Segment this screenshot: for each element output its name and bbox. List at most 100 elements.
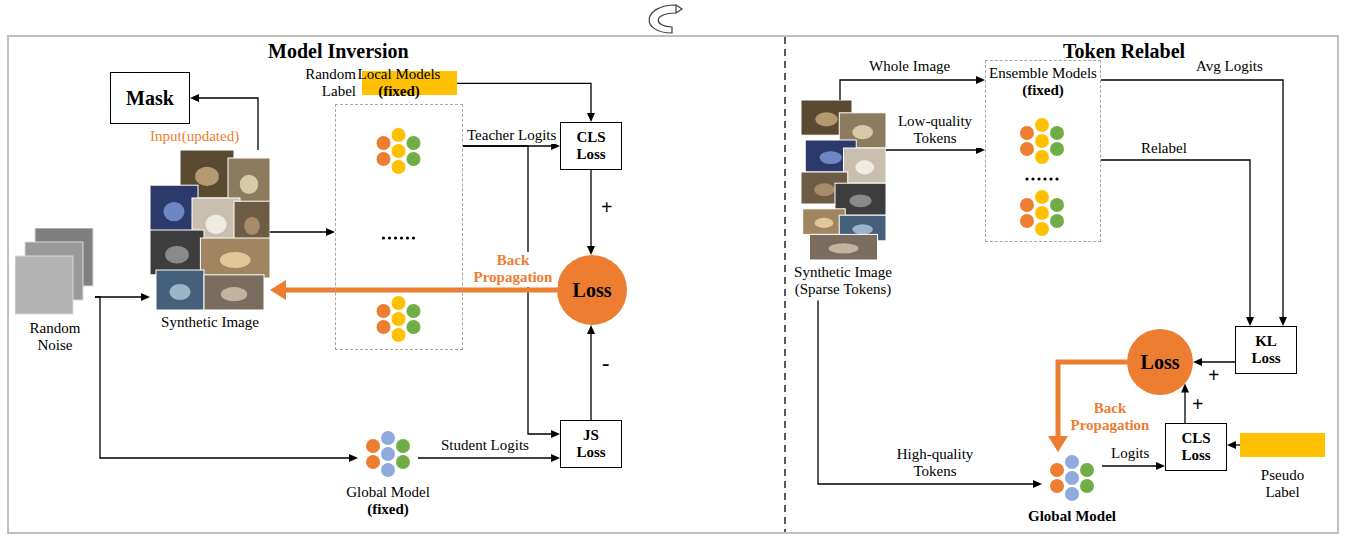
arrow-head: [587, 113, 595, 122]
model-dot: [1020, 126, 1034, 140]
edge-label: Teacher Logits: [466, 127, 557, 144]
photo-subject: [195, 167, 219, 186]
connector-line: [1101, 160, 1250, 318]
model-dot: [377, 304, 391, 318]
arrow-head: [587, 325, 595, 334]
model-dot: [377, 320, 391, 334]
arrow-head: [551, 430, 560, 438]
label-text: Synthetic Image: [145, 314, 275, 331]
ellipsis-dot: [406, 236, 409, 239]
model-dot: [377, 152, 391, 166]
edge-label: Back Propagation: [468, 252, 558, 287]
connector: [1102, 462, 1165, 470]
arrow-head: [270, 280, 286, 300]
arrow-head: [1246, 317, 1254, 326]
connector: [95, 297, 358, 462]
noise-square: [15, 256, 73, 314]
model-dot: [381, 463, 395, 477]
photo-subject: [165, 246, 189, 264]
model-dot: [1080, 479, 1094, 493]
label-text: Loss: [573, 279, 612, 302]
arrow-head: [1279, 317, 1287, 326]
process-box: JS Loss: [560, 420, 622, 468]
model-dot: [1050, 198, 1064, 212]
connector-line: [590, 170, 591, 247]
photo-subject: [814, 183, 835, 196]
panel-title: Token Relabel: [1063, 40, 1185, 63]
ellipsis-dot: [412, 236, 415, 239]
model-dot: [366, 439, 380, 453]
connector: [418, 454, 560, 462]
model-dot: [1020, 214, 1034, 228]
arrow-head: [1193, 358, 1202, 366]
label-text: Pseudo Label: [1253, 467, 1313, 502]
model-dot: [381, 431, 395, 445]
ellipsis-dot: [1043, 177, 1046, 180]
process-box: Mask: [110, 72, 190, 124]
edge-label: Avg Logits: [1195, 58, 1264, 75]
model-dot: [396, 439, 410, 453]
edge-label: +: [600, 196, 613, 219]
process-box: CLS Loss: [560, 122, 622, 170]
ellipsis-dot: [400, 236, 403, 239]
divider-line: [784, 37, 785, 532]
photo-subject: [852, 224, 873, 234]
connector-line: [1201, 361, 1235, 362]
ellipsis-dot: [1055, 177, 1058, 180]
ellipsis-dot: [394, 236, 397, 239]
annotation: Input(updated): [150, 128, 239, 145]
connector: [1181, 384, 1189, 423]
label-text: (fixed): [378, 83, 420, 100]
ellipsis-dot: [1031, 177, 1034, 180]
model-group: Ensemble Models(fixed): [985, 60, 1101, 242]
photo-subject: [814, 218, 833, 228]
connector: [1101, 160, 1254, 326]
photo-tile: [150, 230, 204, 275]
model-group: Local Models(fixed): [335, 66, 463, 350]
photo-subject: [244, 217, 260, 235]
node-illustration: [801, 100, 886, 260]
model-dot: [1050, 479, 1064, 493]
connector-line: [590, 333, 591, 420]
node-illustration: [1042, 452, 1102, 504]
photo-subject: [852, 125, 873, 139]
cycle-icon-tip: [676, 5, 682, 13]
model-dot: [392, 128, 406, 142]
connector: [457, 83, 595, 122]
connector-line: [95, 297, 350, 458]
cycle-icon: [649, 5, 676, 33]
model-illustration: [336, 105, 461, 348]
model-dot: [1065, 455, 1079, 469]
ellipsis-dot: [382, 236, 385, 239]
arrow-head: [1048, 436, 1068, 452]
label-text: Loss: [1141, 351, 1180, 374]
arrow-head: [1227, 441, 1236, 449]
photo-subject: [220, 252, 251, 268]
model-dot: [1080, 463, 1094, 477]
dashed-frame: [335, 104, 463, 350]
ellipsis-dot: [1025, 177, 1028, 180]
panel-title: Model Inversion: [268, 40, 409, 63]
model-dot: [366, 455, 380, 469]
photo-subject: [169, 284, 190, 300]
model-dot: [392, 144, 406, 158]
model-dot: [1065, 487, 1079, 501]
model-dot: [407, 152, 421, 166]
label-text: Random Label: [298, 66, 356, 101]
loss-circle: Loss: [557, 255, 627, 325]
edge-label: Back Propagation: [1064, 400, 1156, 435]
edge-label: Logits: [1110, 445, 1150, 462]
photo-tile: [843, 148, 886, 183]
arrow-head: [141, 293, 150, 301]
edge-label: High-quality Tokens: [890, 446, 980, 481]
model-dot: [407, 136, 421, 150]
photo-subject: [221, 287, 247, 301]
connector-line: [457, 83, 591, 114]
model-dot: [1050, 126, 1064, 140]
model-dot: [392, 160, 406, 174]
photo-tile: [150, 185, 198, 233]
connector: [95, 293, 150, 301]
connector: [1101, 80, 1287, 326]
model-dot: [1035, 206, 1049, 220]
